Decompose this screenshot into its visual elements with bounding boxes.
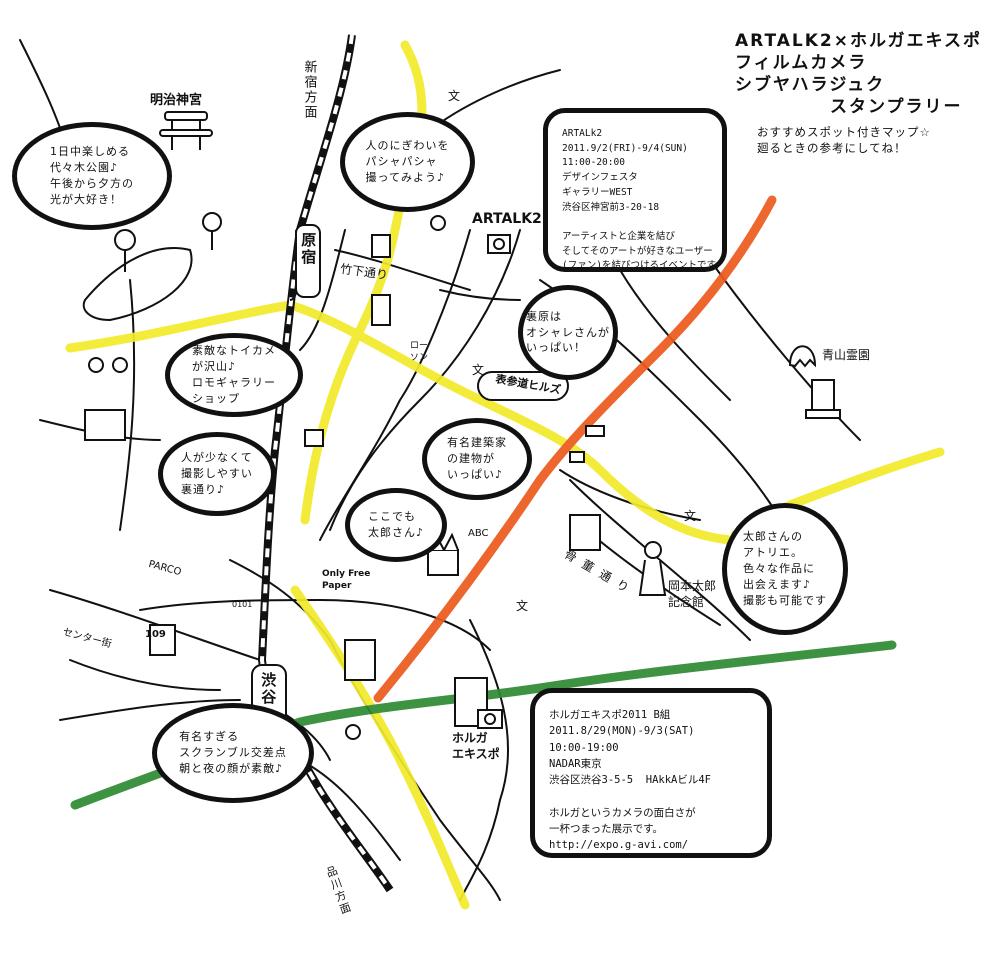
- bubble-architect: 有名建築家 の建物が いっぱい♪: [422, 418, 532, 500]
- bubble-yoyogi-park: 1日中楽しめる 代々木公園♪ 午後から夕方の 光が大好き！: [12, 122, 172, 230]
- road: [559, 469, 701, 521]
- tree-icon: [88, 212, 222, 373]
- label-shibuya-station: 渋谷: [259, 672, 278, 706]
- label-holga-expo: ホルガ エキスポ: [452, 731, 500, 762]
- bubble-backstreet: 人が少なくて 撮影しやすい 裏通り♪: [158, 432, 276, 516]
- bubble-text: 人のにぎわいを パシャパシャ 撮ってみよう♪: [365, 139, 450, 184]
- info-text: ホルガエキスポ2011 B組 2011.8/29(MON)-9/3(SAT) 1…: [549, 709, 712, 852]
- ticket-bubble-icon: [477, 371, 569, 401]
- grave-icon: [805, 379, 841, 419]
- bubble-text: 1日中楽しめる 代々木公園♪ 午後から夕方の 光が大好き！: [50, 145, 134, 206]
- road: [59, 699, 241, 721]
- label-meiji-jingu: 明治神宮: [150, 93, 203, 108]
- label-only-free-paper: Only Free Paper: [322, 569, 371, 592]
- school-mark: 文: [472, 363, 485, 377]
- label-marui: 0101: [232, 600, 253, 609]
- label-artalk2: ARTALK2: [472, 211, 542, 227]
- taro-statue-icon: [638, 541, 667, 596]
- bubble-taro-here: ここでも 太郎さん♪: [345, 488, 447, 562]
- bubble-text: ここでも 太郎さん♪: [367, 510, 425, 539]
- label-harajuku-station: 原宿: [299, 232, 318, 266]
- info-box-artalk2: ARTALk2 2011.9/2(FRI)-9/4(SUN) 11:00-20:…: [543, 108, 727, 272]
- bubble-toy-camera: 素敵なトイカメ が沢山♪ ロモギャラリー ショップ: [165, 333, 303, 417]
- road: [439, 289, 521, 301]
- bubble-text: 裏原は オシャレさんが いっぱい！: [526, 309, 610, 355]
- road: [82, 247, 193, 322]
- bubble-scramble-crossing: 有名すぎる スクランブル交差点 朝と夜の顔が素敵♪: [152, 703, 314, 803]
- yellow-route: [65, 300, 735, 545]
- label-109: 109: [145, 629, 166, 640]
- school-mark: 文: [684, 509, 697, 523]
- bubble-text: 有名すぎる スクランブル交差点 朝と夜の顔が素敵♪: [179, 730, 287, 775]
- label-abc: ABC: [468, 528, 489, 539]
- bubble-crowd: 人のにぎわいを パシャパシャ 撮ってみよう♪: [340, 112, 475, 212]
- landmark-icons: [84, 111, 841, 740]
- map-subtitle: おすすめスポット付きマップ☆ 廻るときの参考にしてね！: [757, 125, 931, 156]
- bubble-text: 有名建築家 の建物が いっぱい♪: [447, 436, 507, 481]
- road: [139, 598, 491, 651]
- crossing-mark-icon: [345, 215, 446, 740]
- road: [119, 279, 136, 531]
- info-text: ARTALk2 2011.9/2(FRI)-9/4(SUN) 11:00-20:…: [562, 128, 725, 272]
- label-shinjuku-direction: 新宿方面: [301, 60, 317, 120]
- bubble-taro-atelier: 太郎さんの アトリエ。 色々な作品に 出会えます♪ 撮影も可能です: [722, 503, 848, 635]
- road: [329, 229, 521, 531]
- bubble-text: 素敵なトイカメ が沢山♪ ロモギャラリー ショップ: [192, 344, 276, 405]
- road: [299, 229, 346, 351]
- road: [709, 259, 861, 441]
- castle-icon: [427, 532, 459, 576]
- bubble-urahara: 裏原は オシャレさんが いっぱい！: [518, 285, 618, 380]
- label-okamoto-museum: 岡本太郎 記念館: [668, 579, 717, 610]
- yellow-route: [290, 585, 470, 910]
- camera-icon: [304, 234, 511, 729]
- shrine-gate-icon: [569, 425, 605, 463]
- label-aoyama-cemetery: 青山霊園: [822, 348, 871, 362]
- ghost-icon: [788, 345, 817, 368]
- torii-icon: [159, 111, 213, 150]
- school-mark: 文: [516, 599, 529, 613]
- bubble-text: 人が少なくて 撮影しやすい 裏通り♪: [181, 451, 253, 496]
- road: [69, 659, 221, 691]
- label-lawson: ロー ソン: [410, 341, 429, 364]
- road: [299, 759, 401, 861]
- road: [334, 249, 471, 291]
- school-mark: 文: [448, 89, 461, 103]
- info-box-holga-expo: ホルガエキスポ2011 B組 2011.8/29(MON)-9/3(SAT) 1…: [530, 688, 772, 858]
- road: [459, 619, 510, 901]
- bubble-text: 太郎さんの アトリエ。 色々な作品に 出会えます♪ 撮影も可能です: [743, 530, 827, 607]
- map-title: ARTALK2×ホルガエキスポ フィルムカメラ シブヤハラジュク スタンプラリー: [735, 31, 982, 118]
- orange-route: [373, 195, 777, 703]
